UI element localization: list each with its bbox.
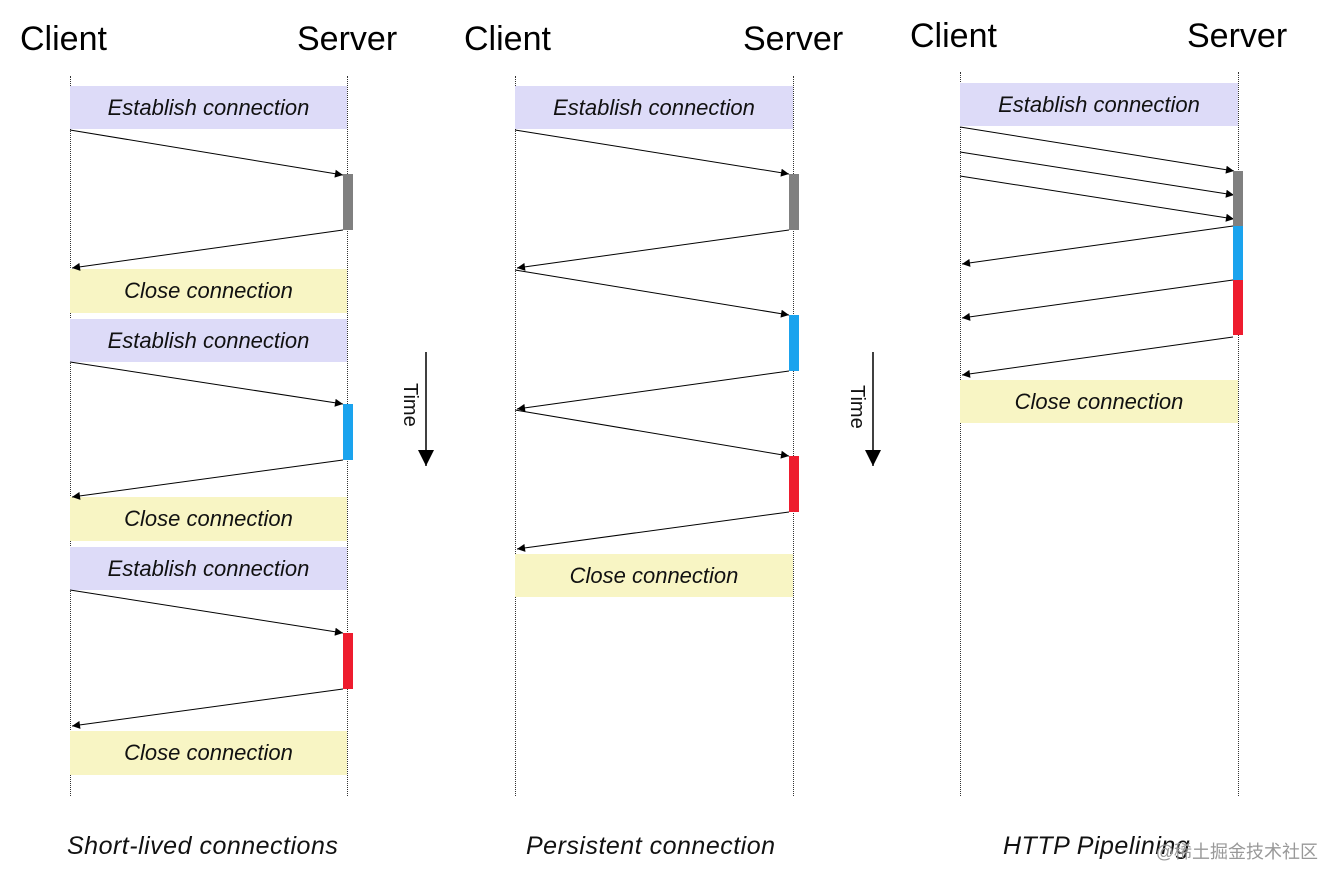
establish-connection-box: Establish connection: [960, 83, 1238, 126]
response-arrow: [516, 229, 790, 271]
close-connection-box: Close connection: [515, 554, 793, 597]
response-arrow: [961, 279, 1234, 321]
client-lifeline: [70, 76, 71, 796]
establish-connection-box: Establish connection: [70, 86, 347, 129]
establish-connection-box: Establish connection: [70, 319, 347, 362]
server-processing-bar: [789, 456, 799, 512]
response-arrow: [71, 459, 344, 500]
response-arrow: [961, 336, 1234, 378]
request-arrow: [69, 361, 344, 407]
server-processing-bar: [343, 174, 353, 230]
close-connection-box: Close connection: [70, 269, 347, 313]
server-processing-bar: [343, 404, 353, 460]
request-arrow: [959, 175, 1235, 222]
response-arrow: [516, 370, 790, 412]
server-lifeline: [793, 76, 794, 796]
establish-connection-box: Establish connection: [515, 86, 793, 129]
diagram-caption: HTTP Pipelining: [1003, 832, 1191, 860]
server-lifeline: [1238, 72, 1239, 796]
request-arrow: [69, 129, 344, 178]
server-processing-bar: [1233, 171, 1243, 226]
server-processing-bar: [343, 633, 353, 689]
server-processing-bar: [789, 315, 799, 371]
close-connection-box: Close connection: [70, 731, 347, 775]
watermark: @稀土掘金技术社区: [1155, 842, 1318, 862]
request-arrow: [514, 269, 790, 318]
client-lifeline: [960, 72, 961, 796]
response-arrow: [71, 688, 344, 729]
request-arrow: [69, 589, 344, 636]
request-arrow: [514, 129, 790, 177]
response-arrow: [71, 229, 344, 271]
request-arrow: [959, 151, 1235, 198]
client-lifeline: [515, 76, 516, 796]
client-label: Client: [464, 20, 551, 58]
server-label: Server: [1187, 17, 1288, 55]
client-label: Client: [910, 17, 997, 55]
diagram-caption: Short-lived connections: [67, 832, 339, 860]
request-arrow: [514, 409, 790, 459]
close-connection-box: Close connection: [70, 497, 347, 541]
establish-connection-box: Establish connection: [70, 547, 347, 590]
diagram-caption: Persistent connection: [526, 832, 776, 860]
server-processing-bar: [1233, 226, 1243, 280]
request-arrow: [959, 126, 1235, 174]
response-arrow: [961, 225, 1234, 267]
server-label: Server: [743, 20, 844, 58]
client-label: Client: [20, 20, 107, 58]
close-connection-box: Close connection: [960, 380, 1238, 423]
response-arrow: [516, 511, 790, 552]
server-processing-bar: [1233, 280, 1243, 335]
server-processing-bar: [789, 174, 799, 230]
server-label: Server: [297, 20, 398, 58]
